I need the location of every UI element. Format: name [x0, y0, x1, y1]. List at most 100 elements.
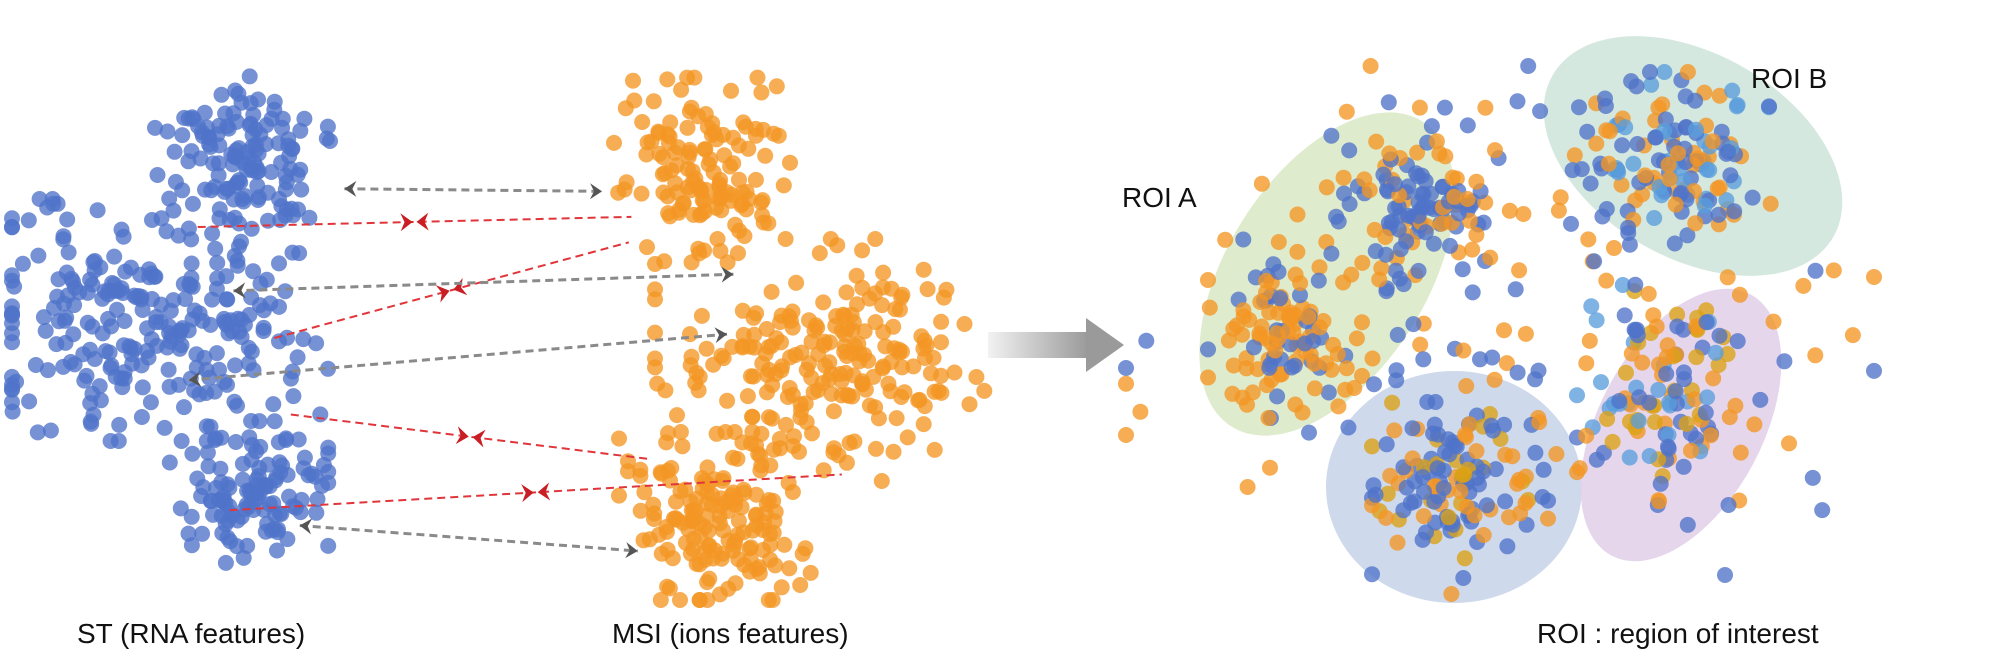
integrated-point: [1711, 327, 1728, 344]
msi-point: [933, 313, 950, 330]
integrated-point: [1354, 367, 1370, 384]
st-point: [14, 255, 31, 272]
integrated-point: [1761, 98, 1777, 115]
integrated-point: [1571, 99, 1587, 116]
msi-point: [722, 158, 739, 175]
msi-point: [632, 467, 649, 484]
msi-point: [838, 284, 855, 301]
msi-point: [632, 502, 649, 519]
st-point: [161, 454, 178, 471]
st-point: [183, 255, 200, 272]
integrated-point: [1364, 438, 1380, 455]
st-point: [180, 220, 197, 237]
msi-point: [773, 579, 790, 596]
msi-point: [655, 149, 671, 166]
msi-point: [764, 377, 781, 394]
integrated-point: [1732, 444, 1749, 461]
st-point: [214, 525, 231, 542]
msi-point: [618, 174, 635, 191]
msi-point: [776, 536, 793, 553]
integrated-point: [1776, 353, 1793, 370]
integrated-point: [1362, 58, 1379, 74]
st-point: [106, 248, 123, 265]
integrated-point: [1642, 64, 1658, 80]
integrated-point: [1721, 409, 1738, 426]
st-point: [48, 336, 65, 353]
integrated-point: [1443, 586, 1460, 602]
st-point: [172, 500, 189, 517]
msi-point: [620, 463, 636, 480]
mismatch-arrow: [290, 413, 651, 461]
integrated-point: [1269, 388, 1286, 405]
msi-point: [674, 514, 691, 531]
msi-point: [731, 171, 747, 188]
msi-point: [659, 541, 676, 558]
msi-point: [673, 81, 690, 98]
integrated-point: [1468, 226, 1485, 243]
msi-point: [811, 245, 828, 262]
msi-point: [768, 78, 785, 95]
msi-point: [938, 281, 955, 298]
st-point: [133, 357, 150, 374]
msi-point: [793, 344, 810, 361]
integrated-point: [1604, 433, 1621, 450]
match-arrow: [188, 332, 728, 382]
integrated-point: [1646, 210, 1663, 226]
msi-point: [946, 364, 963, 381]
msi-point: [778, 416, 794, 433]
st-point: [292, 122, 309, 139]
msi-point: [663, 460, 680, 476]
msi-point: [659, 71, 676, 88]
integrated-point: [1699, 389, 1716, 406]
msi-point: [675, 195, 691, 212]
integrated-point: [1380, 94, 1397, 111]
msi-point: [679, 69, 696, 86]
msi-point: [797, 540, 814, 557]
st-point: [156, 419, 173, 436]
msi-point: [745, 368, 762, 385]
arrowhead-icon: [188, 371, 202, 388]
msi-point: [656, 165, 673, 181]
st-point: [271, 505, 288, 522]
integrated-point: [1294, 404, 1311, 421]
msi-point: [638, 146, 655, 163]
st-point: [65, 326, 82, 343]
integrated-point: [1375, 166, 1392, 183]
integrated-point: [1709, 180, 1726, 197]
integrated-point: [1720, 143, 1736, 160]
st-point: [199, 444, 216, 461]
msi-point: [845, 367, 862, 384]
integrated-point: [1377, 246, 1394, 263]
integrated-point: [1367, 486, 1384, 503]
st-point: [295, 331, 312, 348]
st-point: [296, 449, 313, 466]
integrated-point: [1483, 417, 1500, 434]
msi-point: [730, 245, 746, 262]
integrated-point: [1251, 325, 1268, 342]
integrated-point: [1427, 394, 1444, 410]
integrated-point: [1652, 475, 1669, 492]
roi-b-label: ROI B: [1751, 63, 1828, 94]
st-point: [59, 211, 76, 228]
st-point: [89, 202, 106, 219]
msi-point: [788, 274, 805, 291]
integrated-point: [1200, 341, 1216, 358]
integrated-point: [1417, 224, 1434, 241]
msi-point: [611, 430, 627, 447]
st-point: [173, 433, 190, 449]
integrated-point: [1719, 269, 1736, 286]
integrated-point: [1249, 361, 1266, 378]
integrated-point: [1487, 142, 1503, 159]
msi-point: [725, 484, 742, 501]
roi-a-label: ROI A: [1122, 182, 1197, 213]
integrated-point: [1581, 332, 1598, 349]
msi-point: [691, 245, 708, 262]
st-point: [158, 223, 175, 240]
msi-point: [856, 346, 873, 363]
st-point: [92, 259, 109, 276]
st-point: [6, 278, 23, 295]
integrated-point: [1634, 354, 1651, 371]
integrated-point: [1270, 234, 1287, 250]
st-point: [320, 537, 337, 554]
integrated-point: [1296, 335, 1313, 352]
